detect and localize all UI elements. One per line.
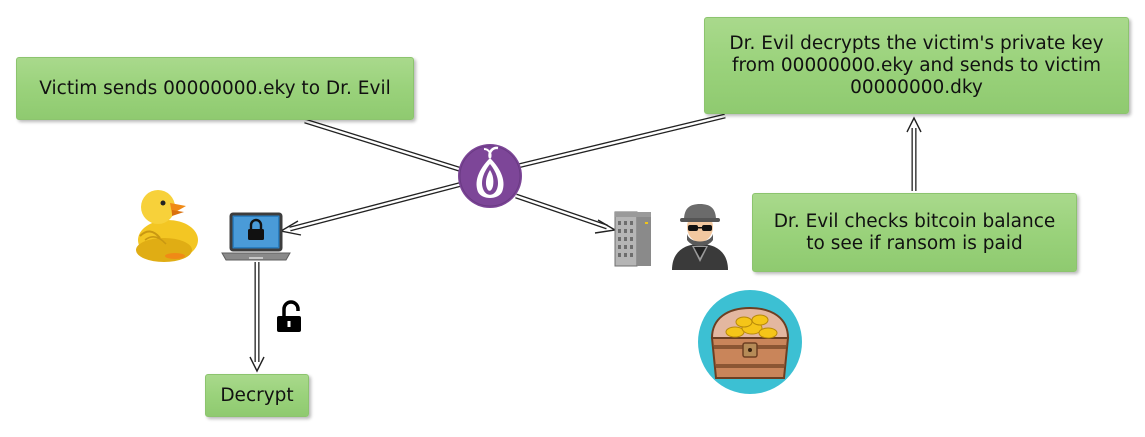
victim-sends-box: Victim sends 00000000.eky to Dr. Evil xyxy=(16,57,414,120)
treasure-chest-icon xyxy=(698,290,802,394)
connector-laptop-to-decrypt xyxy=(249,262,265,373)
evil-decrypts-label: Dr. Evil decrypts the victim's private k… xyxy=(729,32,1104,98)
hacker-icon xyxy=(672,204,728,270)
tor-onion-icon xyxy=(458,144,522,208)
evil-decrypts-box: Dr. Evil decrypts the victim's private k… xyxy=(704,17,1129,114)
duck-icon xyxy=(136,190,198,262)
victim-sends-label: Victim sends 00000000.eky to Dr. Evil xyxy=(39,77,391,99)
server-icon xyxy=(614,211,651,267)
locked-padlock-icon xyxy=(248,218,264,240)
unlocked-padlock-icon xyxy=(277,300,301,332)
connector-tor-to-decrypts-box xyxy=(517,113,726,169)
connector-checks-to-decrypts xyxy=(906,116,922,191)
decrypt-label: Decrypt xyxy=(220,384,294,406)
decrypt-box: Decrypt xyxy=(205,374,309,417)
evil-checks-box: Dr. Evil checks bitcoin balance to see i… xyxy=(752,193,1077,272)
connector-victim-to-tor xyxy=(304,118,463,173)
evil-checks-label: Dr. Evil checks bitcoin balance to see i… xyxy=(773,210,1056,254)
